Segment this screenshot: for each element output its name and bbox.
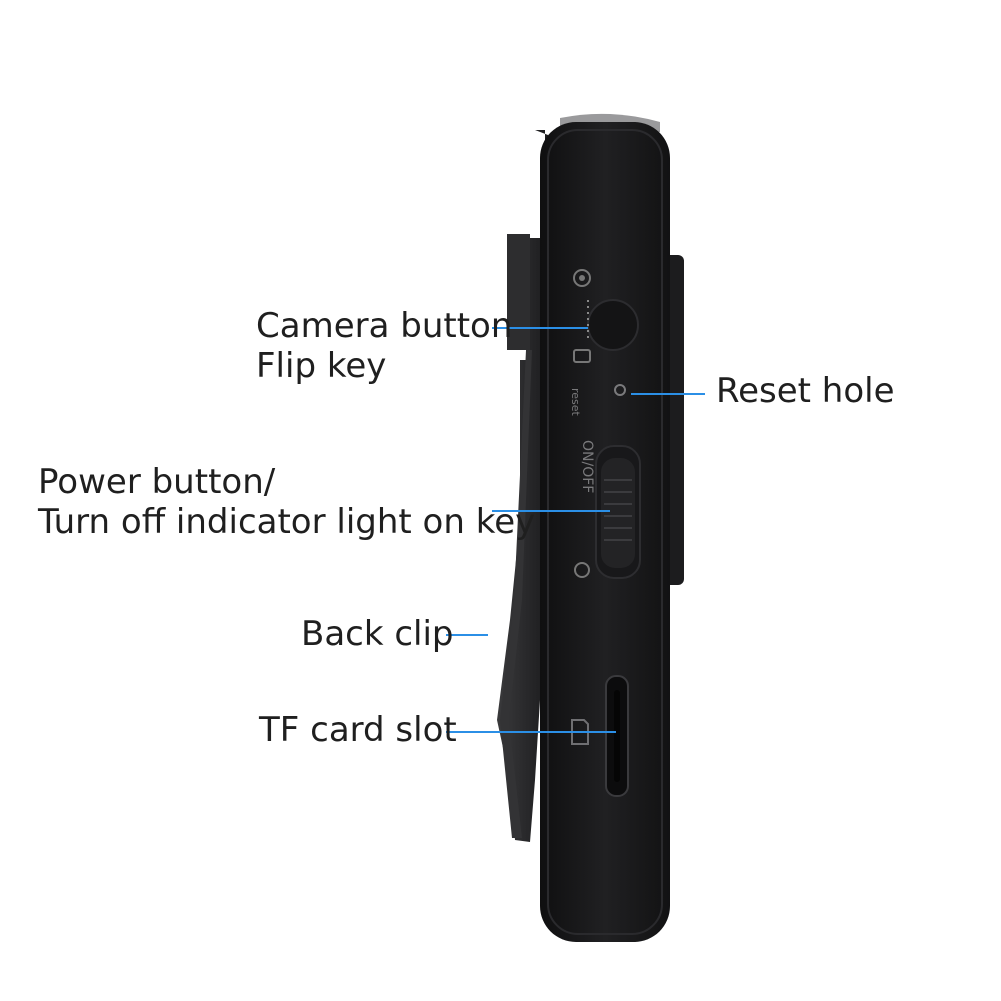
camera-icon [573, 349, 591, 363]
sd-card-icon [571, 719, 589, 745]
reset-hole-leader [631, 393, 705, 395]
reset-hole-label: Reset hole [716, 371, 895, 411]
power-button-label: Power button/ Turn off indicator light o… [38, 462, 535, 542]
tf-card-slot-leader [446, 731, 616, 733]
power-indicator-icon [574, 562, 590, 578]
camera-button-label-line1: Camera button [256, 306, 513, 346]
camera-button-label-line2: Flip key [256, 346, 387, 386]
power-button-leader [492, 510, 610, 512]
camera-button-leader [492, 327, 588, 329]
on-off-marking: ON/OFF [579, 440, 595, 494]
power-button-label-line2: Turn off indicator light on key [38, 502, 536, 542]
back-clip-label: Back clip [301, 614, 454, 654]
reset-marking: reset [569, 388, 582, 416]
back-clip [497, 130, 548, 842]
camera-button-label: Camera button Flip key [256, 306, 512, 386]
record-icon [573, 269, 591, 287]
power-switch-knob [601, 458, 635, 568]
back-clip-leader [446, 634, 488, 636]
tf-card-slot-label: TF card slot [259, 710, 457, 750]
camera-button [587, 299, 639, 351]
power-button-label-line1: Power button/ [38, 462, 276, 502]
reset-hole [614, 384, 626, 396]
